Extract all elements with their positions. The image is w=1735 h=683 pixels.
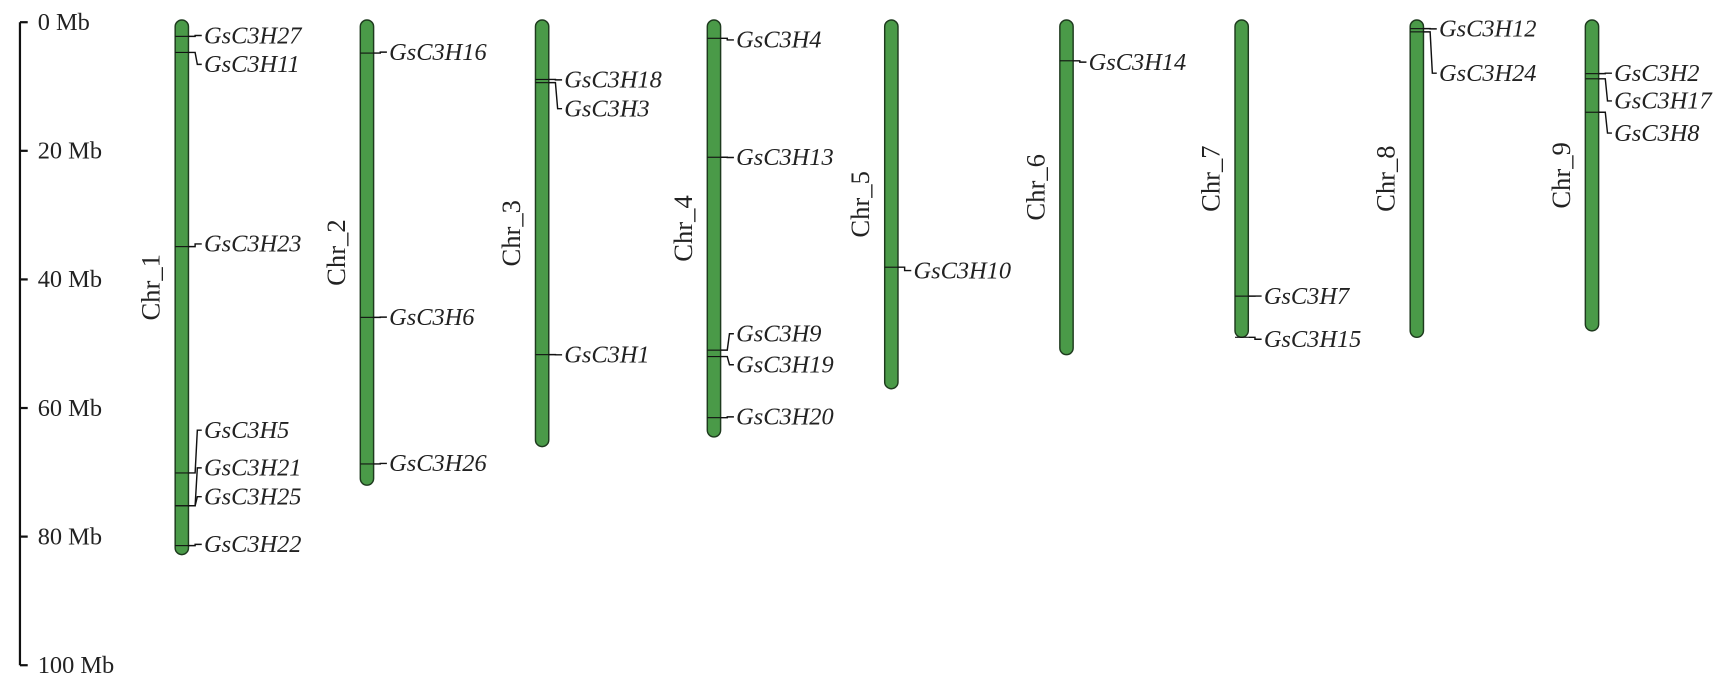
gene-connector bbox=[1423, 31, 1437, 74]
chromosome-2 bbox=[359, 19, 375, 486]
gene-connector bbox=[1073, 60, 1087, 63]
gene-connector bbox=[188, 34, 202, 38]
chromosome-label: Chr_6 bbox=[1020, 154, 1050, 220]
gene-connector bbox=[1598, 78, 1612, 102]
gene-label: GsC3H17 bbox=[1614, 88, 1713, 115]
gene-label: GsC3H11 bbox=[204, 51, 300, 78]
chromosome-6 bbox=[1059, 19, 1074, 356]
gene-label: GsC3H8 bbox=[1614, 120, 1699, 147]
gene-label: GsC3H5 bbox=[204, 417, 289, 444]
chromosome-8 bbox=[1409, 19, 1425, 339]
scale-tick-label: 60 Mb bbox=[38, 395, 102, 422]
chromosome-4 bbox=[706, 19, 722, 438]
chromosome-label: Chr_8 bbox=[1371, 145, 1401, 211]
scale-tick-label: 20 Mb bbox=[38, 138, 102, 165]
scale-tick-label: 0 Mb bbox=[38, 9, 90, 36]
chromosome-label: Chr_7 bbox=[1195, 145, 1225, 211]
gene-label: GsC3H4 bbox=[736, 27, 821, 54]
gene-label: GsC3H26 bbox=[389, 450, 487, 477]
chromosome-label: Chr_3 bbox=[496, 200, 526, 266]
gene-label: GsC3H16 bbox=[389, 39, 487, 66]
gene-label: GsC3H21 bbox=[204, 455, 302, 482]
chromosome-7 bbox=[1234, 19, 1250, 339]
gene-connector bbox=[188, 243, 202, 248]
chromosome-3 bbox=[534, 19, 550, 448]
gene-label: GsC3H15 bbox=[1264, 326, 1362, 353]
gene-label: GsC3H10 bbox=[914, 257, 1012, 284]
chromosome-label: Chr_4 bbox=[668, 195, 698, 261]
gene-connector bbox=[188, 495, 202, 507]
gene-connector bbox=[1598, 111, 1612, 134]
gene-connector bbox=[720, 355, 734, 366]
chromosome-label: Chr_5 bbox=[845, 171, 875, 237]
gene-connector bbox=[188, 51, 202, 66]
chromosome-1 bbox=[174, 19, 190, 556]
chromosome-9 bbox=[1584, 19, 1600, 332]
gene-label: GsC3H14 bbox=[1089, 49, 1187, 76]
scale-tick-label: 80 Mb bbox=[38, 523, 102, 550]
gene-label: GsC3H20 bbox=[736, 404, 834, 431]
gene-label: GsC3H23 bbox=[204, 231, 302, 258]
gene-label: GsC3H3 bbox=[564, 95, 649, 122]
gene-connector bbox=[1248, 336, 1262, 341]
gene-connector bbox=[548, 81, 563, 110]
gene-label: GsC3H19 bbox=[736, 352, 834, 379]
gene-connector bbox=[720, 37, 734, 41]
gene-label: GsC3H22 bbox=[204, 531, 302, 558]
gene-label: GsC3H25 bbox=[204, 483, 302, 510]
gene-connector bbox=[373, 462, 387, 465]
gene-label: GsC3H27 bbox=[204, 22, 303, 49]
gene-connector bbox=[188, 543, 202, 547]
chromosome-label: Chr_2 bbox=[321, 219, 351, 285]
gene-connector bbox=[373, 51, 387, 54]
gene-label: GsC3H6 bbox=[389, 304, 475, 331]
scale-tick-label: 100 Mb bbox=[38, 652, 115, 679]
gene-label: GsC3H1 bbox=[564, 342, 649, 369]
gene-label: GsC3H2 bbox=[1614, 60, 1699, 87]
scale-tick-label: 40 Mb bbox=[38, 266, 102, 293]
gene-label: GsC3H9 bbox=[736, 320, 821, 347]
gene-connector bbox=[720, 333, 734, 351]
chromosome-label: Chr_9 bbox=[1546, 142, 1576, 208]
gene-label: GsC3H7 bbox=[1264, 283, 1351, 310]
chromosome-label: Chr_1 bbox=[136, 254, 166, 320]
gene-label: GsC3H24 bbox=[1439, 60, 1537, 87]
chromosome-5 bbox=[883, 19, 899, 390]
gene-label: GsC3H13 bbox=[736, 144, 834, 171]
gene-connector bbox=[720, 416, 734, 419]
gene-label: GsC3H18 bbox=[564, 67, 662, 94]
gene-connector bbox=[188, 429, 202, 474]
gene-connector bbox=[897, 266, 912, 272]
gene-label: GsC3H12 bbox=[1439, 16, 1537, 43]
